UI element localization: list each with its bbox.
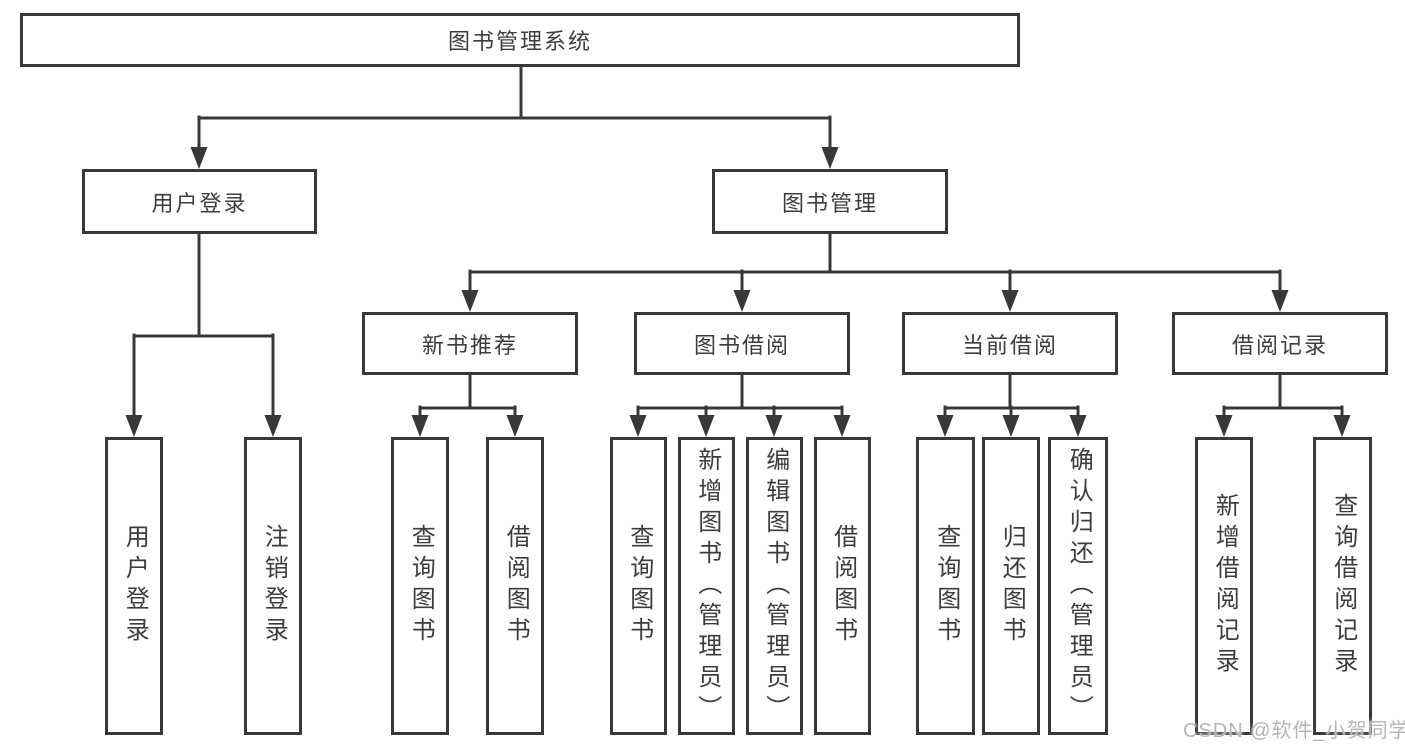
leaf-user-login: 用户登录 <box>105 437 163 735</box>
node-new-book-recommend-label: 新书推荐 <box>421 332 518 358</box>
leaf-nb-borrow-books: 借阅图书 <box>486 437 544 735</box>
node-root-label: 图书管理系统 <box>447 29 592 54</box>
leaf-bb-borrow-books-label: 借阅图书 <box>829 524 857 648</box>
node-book-management-label: 图书管理 <box>781 190 878 216</box>
leaf-nb-borrow-books-label: 借阅图书 <box>502 524 530 648</box>
leaf-logout-label: 注销登录 <box>260 524 288 648</box>
leaf-cb-query-books-label: 查询图书 <box>932 524 960 648</box>
leaf-bb-add-book-admin-label: 新增图书（管理员） <box>693 446 721 726</box>
leaf-bb-edit-book-admin-label: 编辑图书（管理员） <box>761 446 789 726</box>
node-book-management: 图书管理 <box>712 169 948 234</box>
node-borrow-records: 借阅记录 <box>1172 312 1388 375</box>
csdn-watermark: CSDN @软件_小贺同学 <box>1183 720 1405 742</box>
node-user-login: 用户登录 <box>82 169 317 234</box>
leaf-bb-query-books: 查询图书 <box>610 437 667 735</box>
node-root: 图书管理系统 <box>20 13 1020 67</box>
leaf-nb-query-books: 查询图书 <box>391 437 449 735</box>
node-borrow-records-label: 借阅记录 <box>1231 332 1328 358</box>
leaf-logout: 注销登录 <box>244 437 302 735</box>
node-book-borrow-label: 图书借阅 <box>693 332 790 358</box>
leaf-br-add-record: 新增借阅记录 <box>1195 437 1253 735</box>
leaf-br-query-record-label: 查询借阅记录 <box>1329 493 1357 679</box>
leaf-bb-borrow-books: 借阅图书 <box>814 437 871 735</box>
node-current-borrow-label: 当前借阅 <box>961 332 1058 358</box>
leaf-bb-edit-book-admin: 编辑图书（管理员） <box>746 437 803 735</box>
leaf-nb-query-books-label: 查询图书 <box>407 524 435 648</box>
leaf-cb-return-books: 归还图书 <box>982 437 1040 735</box>
leaf-cb-confirm-return-admin-label: 确认归还（管理员） <box>1065 446 1093 726</box>
leaf-bb-add-book-admin: 新增图书（管理员） <box>678 437 735 735</box>
leaf-cb-query-books: 查询图书 <box>916 437 975 735</box>
node-user-login-label: 用户登录 <box>151 190 248 216</box>
node-book-borrow: 图书借阅 <box>634 312 850 375</box>
leaf-cb-return-books-label: 归还图书 <box>998 524 1026 648</box>
leaf-bb-query-books-label: 查询图书 <box>625 524 653 648</box>
leaf-cb-confirm-return-admin: 确认归还（管理员） <box>1048 437 1108 735</box>
leaf-br-add-record-label: 新增借阅记录 <box>1211 493 1239 679</box>
leaf-user-login-label: 用户登录 <box>121 524 149 648</box>
node-new-book-recommend: 新书推荐 <box>362 312 578 375</box>
node-current-borrow: 当前借阅 <box>902 312 1118 375</box>
leaf-br-query-record: 查询借阅记录 <box>1313 437 1372 735</box>
